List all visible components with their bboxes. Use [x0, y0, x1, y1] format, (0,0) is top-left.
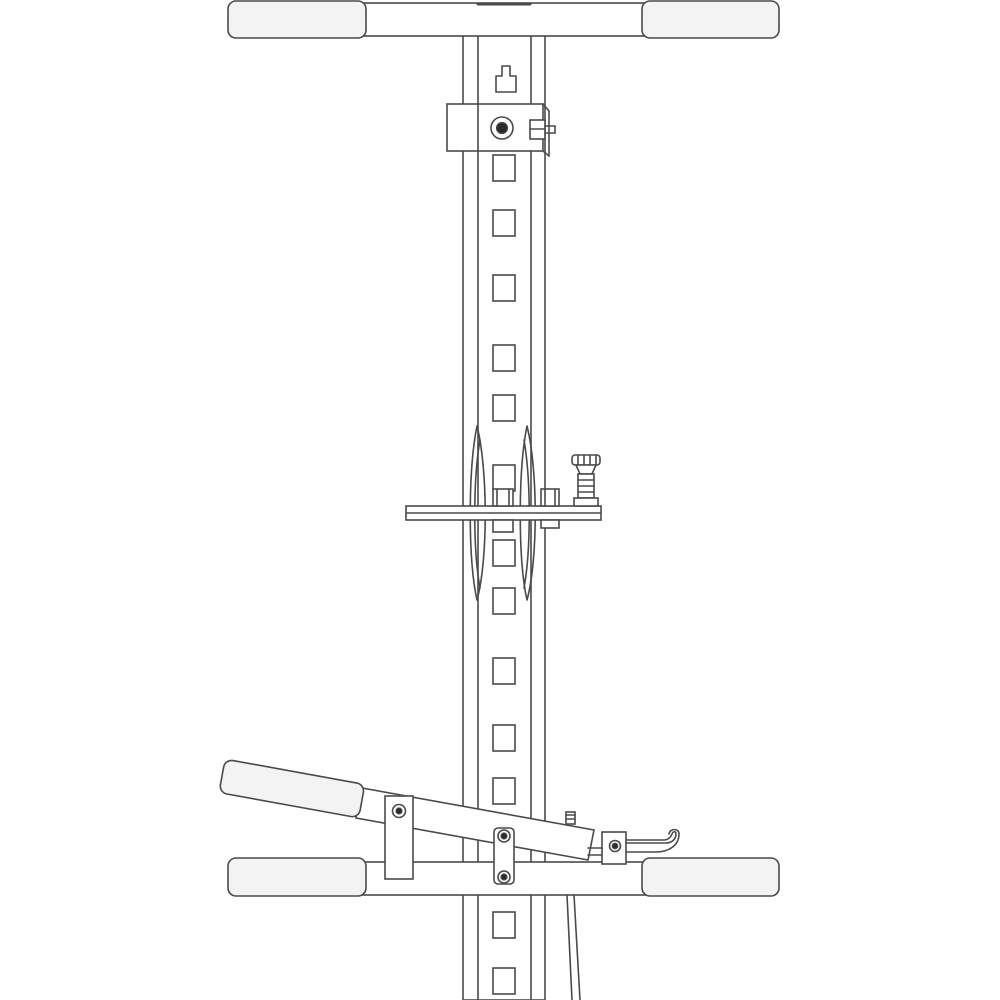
bottom-right-grip [641, 857, 780, 897]
column-slot [492, 777, 516, 805]
column-slot [492, 394, 516, 422]
column-slot [492, 344, 516, 372]
column-slot [492, 967, 516, 995]
column-slot [492, 274, 516, 302]
column-slot [492, 587, 516, 615]
column-slots [492, 154, 516, 995]
column-slot [492, 209, 516, 237]
clamp-bolt-center [495, 121, 509, 135]
keyhole-slot [495, 65, 517, 93]
bracket-nut [540, 488, 560, 507]
column-slot [492, 911, 516, 939]
lever-grip [219, 759, 365, 818]
top-right-grip [641, 0, 780, 39]
bottom-left-grip [227, 857, 367, 897]
top-left-grip [227, 0, 367, 39]
upper-clamp-block [446, 103, 556, 157]
lower-collar [493, 827, 515, 885]
spring-plunger [571, 454, 601, 507]
bracket-bolt-head [492, 488, 514, 507]
lever-handle [219, 759, 595, 880]
middle-bracket [405, 425, 602, 601]
lower-rods [566, 894, 581, 1000]
column-slot [492, 464, 516, 492]
column-slot [492, 724, 516, 752]
column-slot [492, 539, 516, 567]
hook-latch [565, 811, 680, 865]
column-slot [492, 657, 516, 685]
top-t-handle [227, 0, 780, 39]
column-slot [492, 154, 516, 182]
